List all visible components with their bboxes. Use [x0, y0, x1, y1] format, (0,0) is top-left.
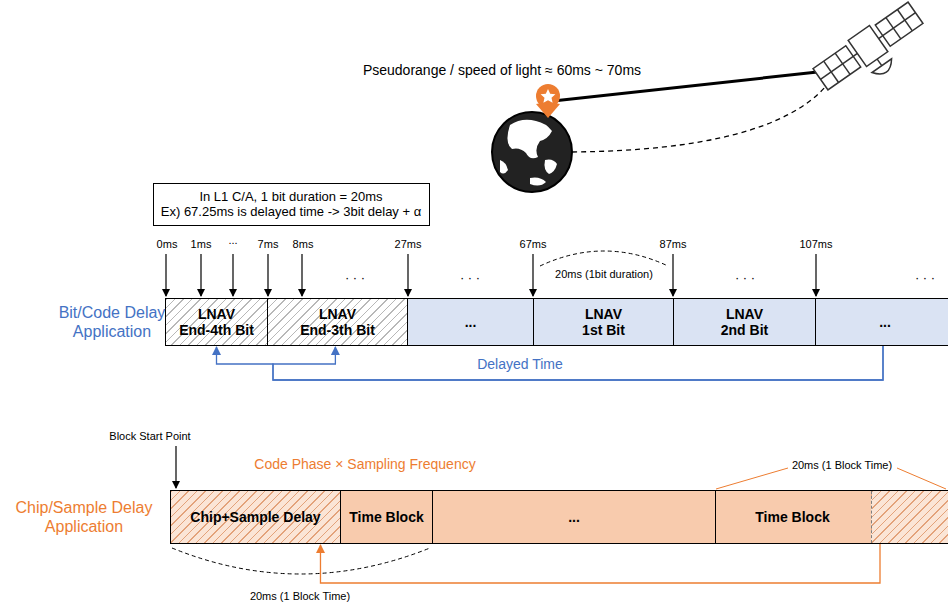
node-text: LNAV: [726, 306, 763, 322]
text-label: 87ms: [660, 238, 687, 251]
delay-arrow: [273, 346, 883, 380]
dashed-path: [572, 86, 826, 152]
node-text: 2nd Bit: [721, 322, 768, 338]
bit-segment: ...: [815, 298, 948, 346]
node-text: LNAV: [585, 306, 622, 322]
text-label: Pseudorange / speed of light ≈ 60ms ~ 70…: [363, 62, 641, 79]
duration-arc: [540, 251, 668, 266]
node-text: LNAV: [319, 306, 356, 322]
text-label: 7ms: [258, 238, 279, 251]
text-label: 1ms: [191, 238, 212, 251]
delay-arrow: [217, 346, 884, 380]
text-label: 0ms: [157, 238, 178, 251]
earth-icon: [492, 112, 572, 192]
text-label: 67ms: [520, 238, 547, 251]
node-text: Ex) 67.25ms is delayed time -> 3bit dela…: [161, 205, 421, 220]
text-label: Block Start Point: [109, 430, 190, 443]
node-text: In L1 C/A, 1 bit duration = 20ms: [199, 190, 382, 205]
bit-segment: LNAVEnd-3th Bit: [267, 298, 408, 346]
text-label: 20ms (1 Block Time): [250, 590, 350, 603]
time-block: Time Block: [715, 490, 948, 544]
node-text: ...: [879, 314, 891, 330]
location-marker: [536, 84, 560, 118]
text-label: · · ·: [915, 270, 935, 286]
text-label: 20ms (1bit duration): [555, 268, 653, 281]
block-arc: [172, 548, 430, 574]
node-text: ...: [568, 509, 580, 525]
delay-segment: Chip+Sample Delay: [170, 490, 341, 544]
bit-segment: ...: [407, 298, 534, 346]
node-text: End-4th Bit: [179, 322, 254, 338]
text-label: Code Phase × Sampling Frequency: [254, 456, 475, 473]
node-text: LNAV: [198, 306, 235, 322]
time-block: ...: [432, 490, 716, 544]
node-text: ...: [465, 314, 477, 330]
delay-arrow: [320, 544, 880, 583]
text-label: Delayed Time: [477, 356, 563, 373]
time-block: Time Block: [340, 490, 433, 544]
node-text: End-3th Bit: [300, 322, 375, 338]
text-label: · · ·: [345, 270, 365, 286]
bit-segment: LNAV1st Bit: [533, 298, 674, 346]
node-text: 1st Bit: [582, 322, 625, 338]
text-label: 107ms: [799, 238, 832, 251]
bit-segment: LNAV2nd Bit: [673, 298, 816, 346]
node-text: Time Block: [349, 509, 423, 525]
text-label: · · ·: [735, 270, 755, 286]
block-bracket: [716, 468, 946, 489]
hatch-area: [871, 491, 948, 543]
tick-arrows: [166, 254, 816, 488]
text-label: 27ms: [395, 238, 422, 251]
text-label: 8ms: [293, 238, 314, 251]
bit-segment: LNAVEnd-4th Bit: [165, 298, 268, 346]
text-label: 20ms (1 Block Time): [792, 459, 892, 472]
text-label: · · ·: [460, 270, 480, 286]
node-text: Chip+Sample Delay: [190, 509, 320, 525]
text-label: ...: [228, 234, 237, 247]
note-box: In L1 C/A, 1 bit duration = 20msEx) 67.2…: [153, 183, 430, 226]
satellite-icon: [811, 0, 934, 105]
text-label: Chip/Sample Delay Application: [6, 498, 162, 536]
text-label: Bit/Code Delay Application: [37, 303, 187, 341]
node-text: Time Block: [755, 509, 829, 525]
